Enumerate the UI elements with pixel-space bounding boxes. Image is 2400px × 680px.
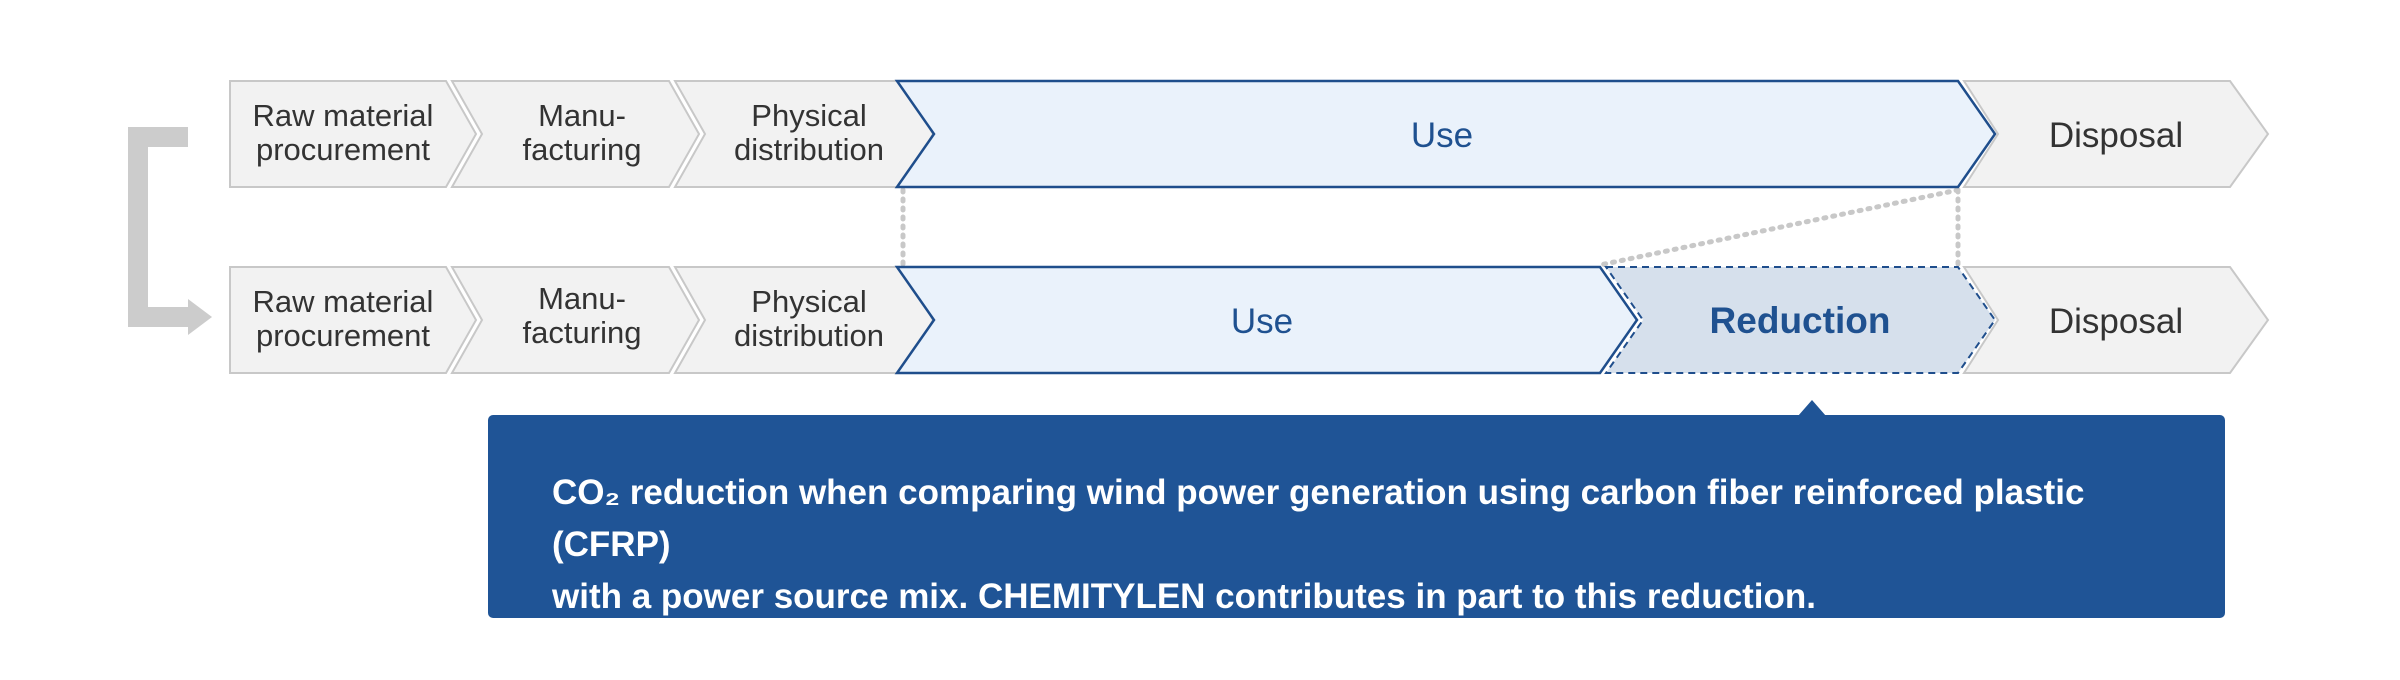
top-disposal-label: Disposal (2049, 116, 2183, 155)
top-stage-distribution: Physical distribution (673, 80, 935, 188)
bottom-manufacturing-line2: facturing (523, 315, 642, 350)
callout-line-2: with a power source mix. CHEMITYLEN cont… (552, 577, 1817, 616)
bottom-use-label: Use (1231, 302, 1293, 341)
top-manufacturing-line2: facturing (523, 132, 642, 167)
top-row: Raw material procurement Manu- facturing… (229, 79, 2270, 189)
top-stage-manufacturing: Manu- facturing (450, 80, 701, 188)
top-manufacturing-line1: Manu- (538, 98, 626, 133)
top-distribution-line2: distribution (734, 132, 884, 167)
bottom-stage-manufacturing: Manu- facturing (450, 266, 701, 374)
dotted-connectors (900, 187, 1961, 268)
top-stage-disposal: Disposal (1962, 80, 2270, 188)
bottom-manufacturing-line1: Manu- (538, 281, 626, 316)
top-raw-material-line1: Raw material (253, 98, 434, 133)
bottom-row: Raw material procurement Manu- facturing… (229, 265, 2270, 375)
bottom-raw-material-line1: Raw material (253, 284, 434, 319)
callout-pointer (1798, 400, 1826, 416)
bottom-stage-use: Use (894, 265, 1639, 375)
bottom-distribution-line2: distribution (734, 318, 884, 353)
bottom-reduction-label: Reduction (1710, 300, 1891, 341)
bottom-distribution-line1: Physical (751, 284, 866, 319)
top-distribution-line1: Physical (751, 98, 866, 133)
bottom-stage-raw-material: Raw material procurement (229, 266, 478, 374)
top-stage-raw-material: Raw material procurement (229, 80, 478, 188)
bottom-stage-disposal: Disposal (1962, 266, 2270, 374)
reduction-callout: CO₂ reduction when comparing wind power … (488, 415, 2225, 618)
top-stage-use: Use (894, 79, 1997, 189)
callout-line-1: CO₂ reduction when comparing wind power … (552, 473, 2085, 564)
bottom-raw-material-line2: procurement (256, 318, 430, 353)
loop-arrow (128, 127, 212, 335)
top-raw-material-line2: procurement (256, 132, 430, 167)
bottom-stage-reduction: Reduction (1604, 266, 1997, 374)
top-use-label: Use (1411, 116, 1473, 155)
bottom-stage-distribution: Physical distribution (673, 266, 935, 374)
bottom-disposal-label: Disposal (2049, 302, 2183, 341)
